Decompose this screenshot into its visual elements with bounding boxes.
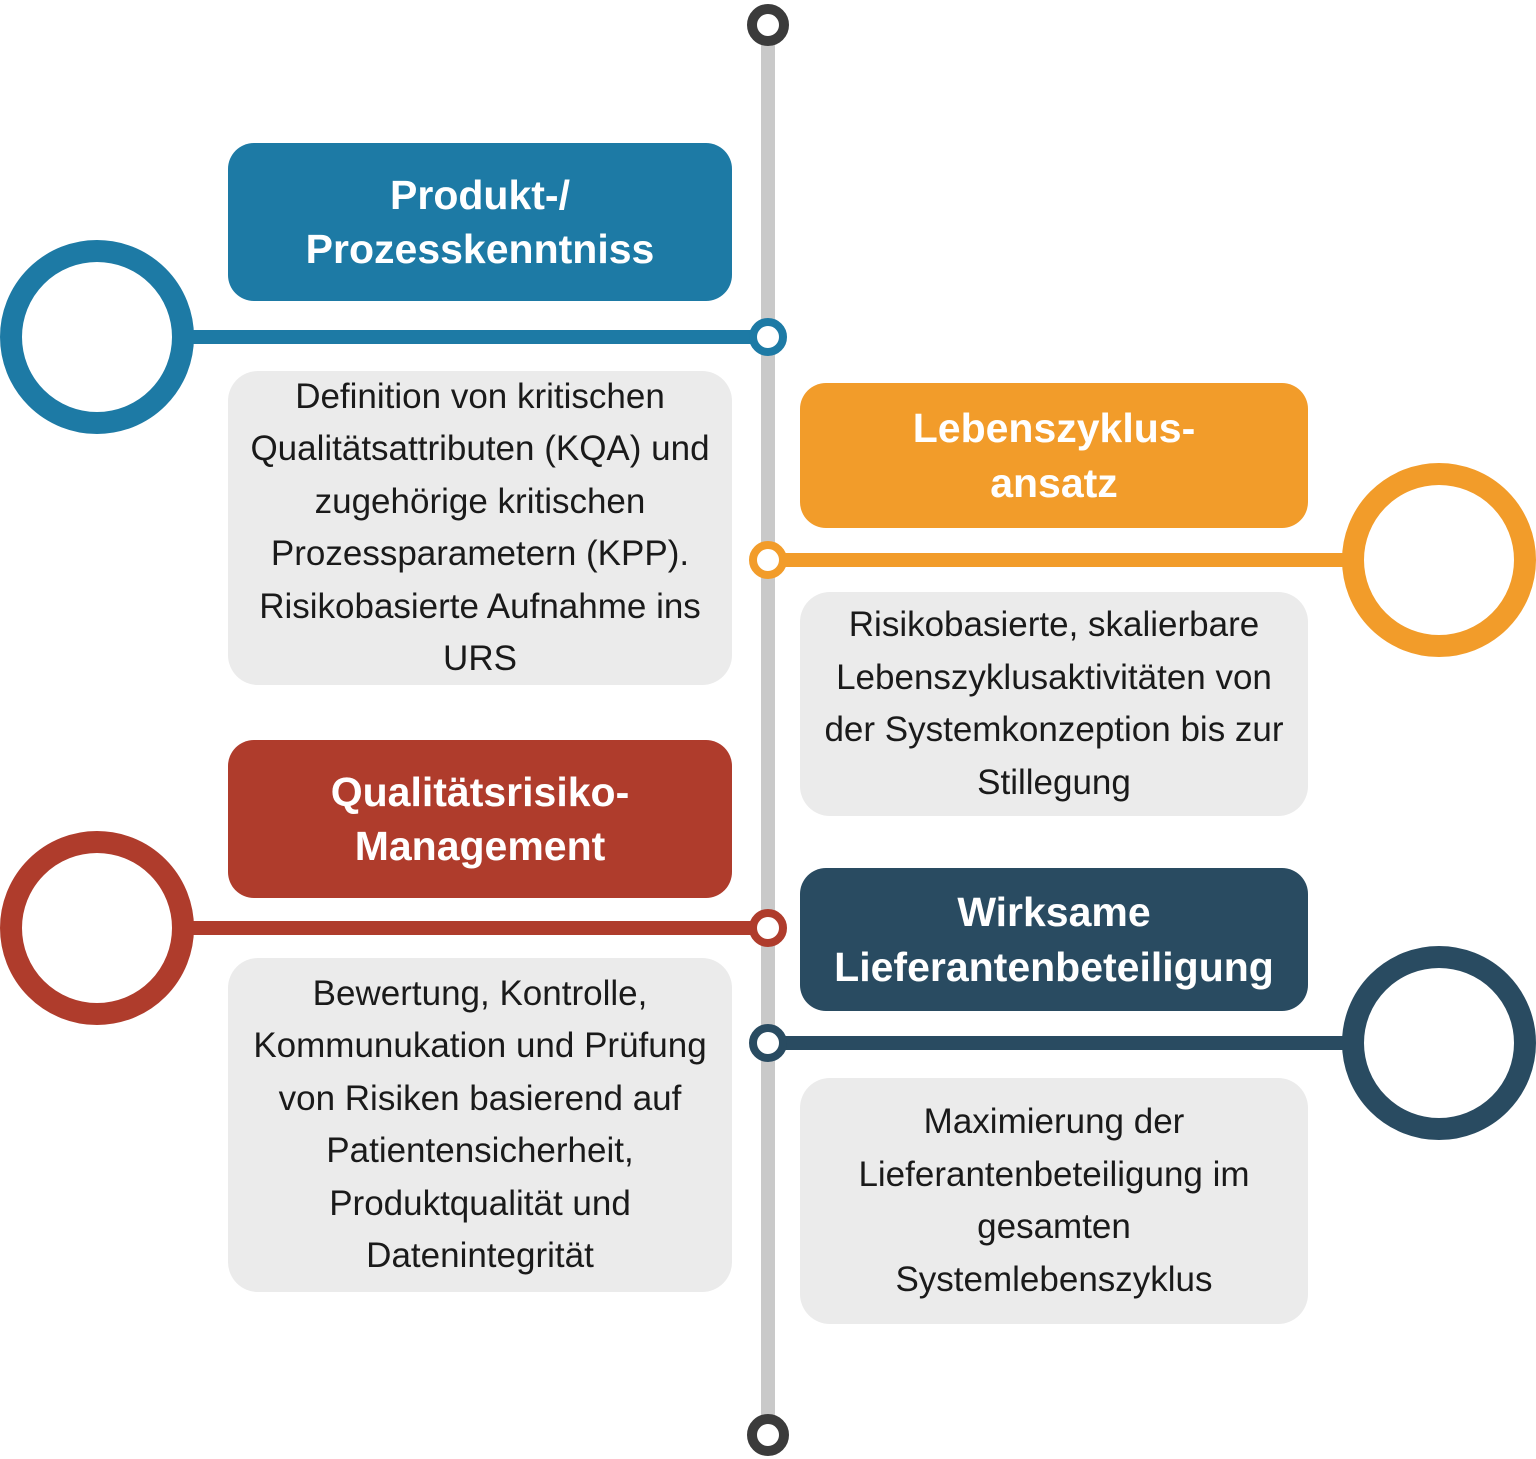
timeline-axis (761, 24, 775, 1416)
axis-node-icon (749, 318, 787, 356)
axis-node-icon (749, 541, 787, 579)
timeline-end-node-icon (747, 1414, 789, 1456)
text-line: Prozessparametern (KPP). (270, 534, 690, 573)
connector-bar (782, 1036, 1358, 1050)
title-box-produkt-prozesskenntniss: Produkt-/ Prozesskenntniss (228, 143, 732, 301)
text-line: Prozesskenntniss (305, 226, 655, 272)
text-line: der Systemkonzeption bis zur (824, 710, 1284, 749)
text-line: Kommunukation und Prüfung (253, 1026, 707, 1065)
text-line: Stillegung (977, 762, 1131, 802)
text-line: URS (443, 639, 517, 678)
connector-bar (782, 553, 1358, 567)
text-line: Produkt-/ (390, 171, 570, 218)
connector-bar (178, 330, 754, 344)
text-line: Bewertung, Kontrolle, (312, 973, 648, 1013)
text-line: Datenintegrität (366, 1236, 594, 1275)
title-box-lebenszyklusansatz: Lebenszyklus-ansatz (800, 383, 1308, 528)
timeline-start-node-icon (747, 4, 789, 46)
text-line: Lebenszyklus- (912, 405, 1196, 452)
connector-bar (178, 921, 754, 935)
text-line: Risikobasierte Aufnahme ins (259, 586, 701, 626)
large-ring-icon (0, 831, 194, 1025)
large-ring-icon (1342, 946, 1536, 1140)
axis-node-icon (749, 1024, 787, 1062)
large-ring-icon (0, 240, 194, 434)
text-line: von Risiken basierend auf (278, 1078, 682, 1118)
large-ring-icon (1342, 463, 1536, 657)
text-line: Produktqualität und (329, 1183, 631, 1223)
description-box-qualitaetsrisiko-management: Bewertung, Kontrolle, Kommunukation und P… (228, 958, 732, 1292)
text-line: Lieferantenbeteiligung (834, 943, 1274, 990)
text-line: Risikobasierte, skalierbare (848, 605, 1260, 644)
text-line: zugehörige kritischen (314, 481, 646, 521)
text-line: Definition von kritischen (295, 376, 665, 416)
text-line: Maximierung der (923, 1102, 1185, 1141)
text-line: ansatz (990, 459, 1118, 506)
text-line: Wirksame (957, 889, 1151, 936)
text-line: Qualitätsrisiko- (330, 768, 630, 815)
title-box-qualitaetsrisiko-management: Qualitätsrisiko- Management (228, 740, 732, 898)
text-line: gesamten (977, 1207, 1131, 1246)
text-line: Management (354, 823, 606, 869)
text-line: Qualitätsattributen (KQA) und (250, 429, 710, 468)
text-line: Systemlebenszyklus (895, 1259, 1213, 1299)
text-line: Patientensicherheit, (326, 1131, 634, 1170)
text-line: Lebenszyklusaktivitäten von (836, 657, 1272, 697)
axis-node-icon (749, 909, 787, 947)
text-line: Lieferantenbeteiligung im (858, 1154, 1250, 1194)
